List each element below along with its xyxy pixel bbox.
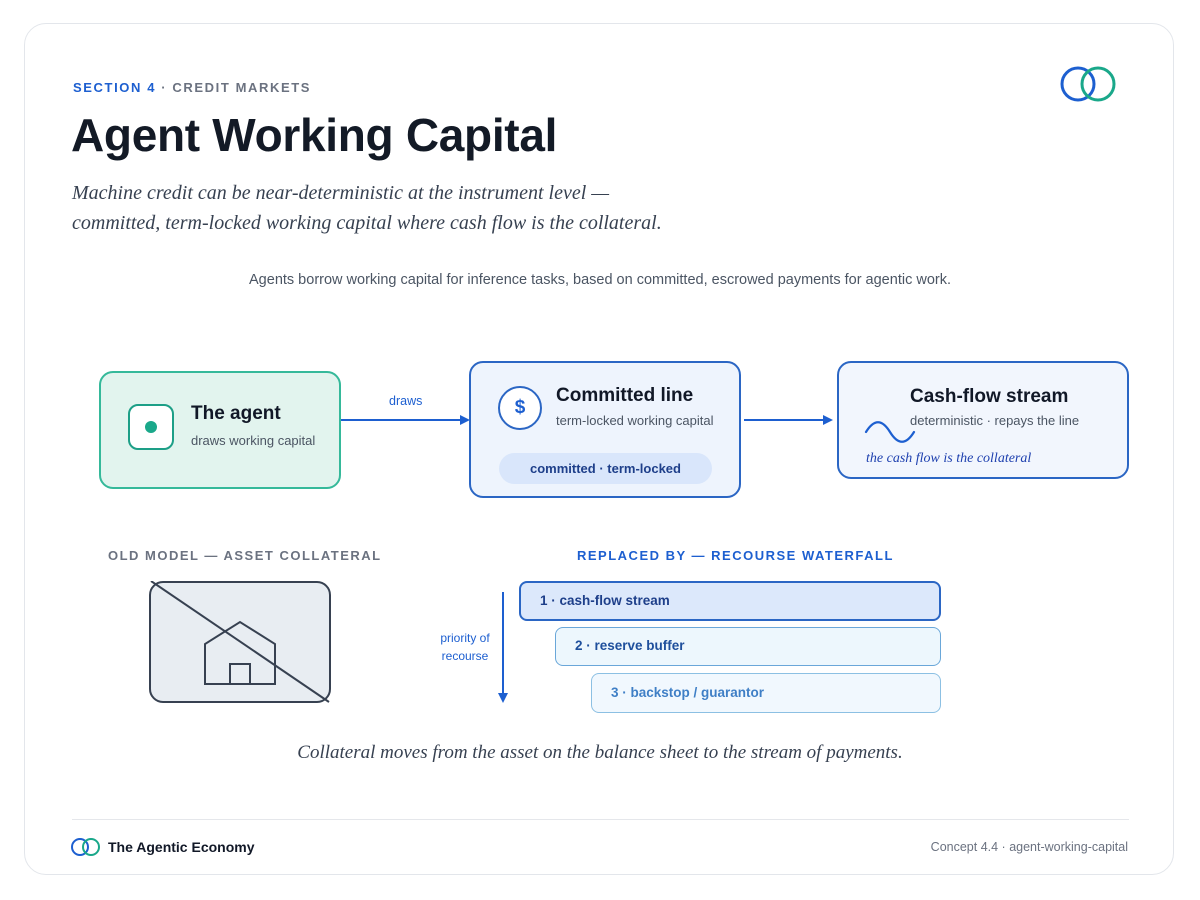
page-subtitle: Machine credit can be near-deterministic… [72, 178, 792, 238]
waterfall-tier-1: 1 · cash-flow stream [519, 581, 941, 621]
dollar-circle-icon: $ [498, 386, 542, 430]
agent-subtitle: draws working capital [191, 433, 316, 448]
cash-flow-subtitle: deterministic · repays the line [910, 413, 1080, 428]
committed-line-subtitle: term-locked working capital [556, 413, 714, 428]
footer-concept-id: Concept 4.4 · agent-working-capital [930, 840, 1128, 854]
crossed-house-icon [150, 581, 330, 703]
waterfall-tier-2: 2 · reserve buffer [555, 627, 941, 666]
priority-line-2: recourse [441, 649, 489, 663]
agent-title: The agent [191, 403, 281, 424]
intro-text: Agents borrow working capital for infere… [249, 272, 951, 288]
priority-label: priority of recourse [430, 629, 500, 665]
edge-label-draws: draws [389, 394, 423, 408]
priority-line-1: priority of [440, 631, 490, 645]
waterfall-tier-3: 3 · backstop / guarantor [591, 673, 941, 713]
subtitle-line-2: committed, term-locked working capital w… [72, 212, 662, 234]
section-number: SECTION 4 [73, 80, 157, 95]
waterfall-heading: REPLACED BY — RECOURSE WATERFALL [577, 548, 894, 563]
wave-icon [864, 421, 916, 443]
agent-dot-icon [128, 404, 174, 450]
bottom-caption: Collateral moves from the asset on the b… [297, 742, 903, 763]
committed-line-title: Committed line [556, 385, 694, 406]
section-kicker: SECTION 4 · CREDIT MARKETS [73, 80, 311, 95]
cash-flow-title: Cash-flow stream [910, 386, 1069, 407]
subtitle-line-1: Machine credit can be near-deterministic… [72, 182, 610, 204]
collateral-note: the cash flow is the collateral [866, 451, 1032, 466]
kicker-separator: · [156, 80, 173, 95]
page-title: Agent Working Capital [71, 109, 558, 161]
old-model-heading: OLD MODEL — ASSET COLLATERAL [108, 548, 382, 563]
footer-divider [72, 819, 1129, 820]
footer-brand: The Agentic Economy [108, 839, 255, 855]
cash-flow-node [837, 361, 1129, 479]
committed-pill: committed · term-locked [499, 453, 712, 484]
interlocking-rings-icon [1060, 66, 1116, 102]
section-category: CREDIT MARKETS [172, 80, 312, 95]
footer-rings-icon [71, 838, 100, 856]
